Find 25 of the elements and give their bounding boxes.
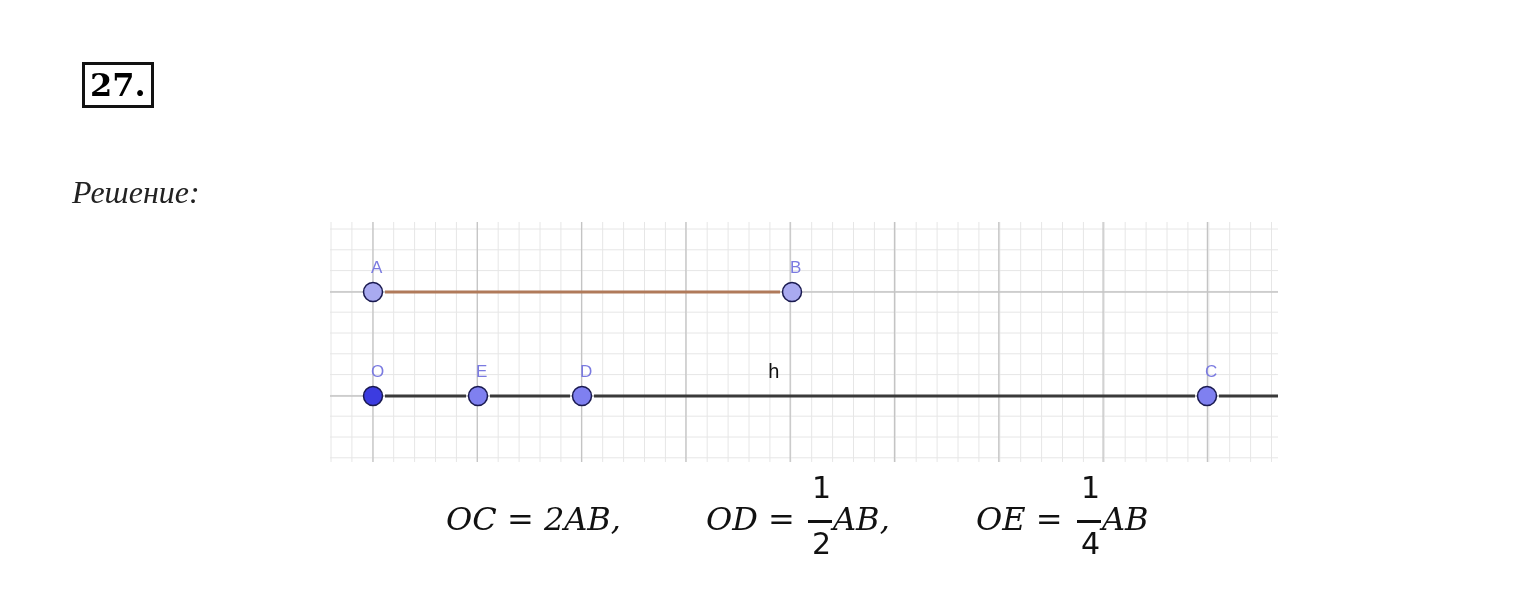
line-segment (594, 394, 1195, 398)
fraction-numerator: 1 (812, 470, 832, 505)
edge-label: h (768, 360, 780, 383)
fraction-numerator: 1 (1081, 470, 1101, 505)
line-segment (490, 394, 570, 398)
point-label: B (790, 258, 802, 278)
point-marker (361, 362, 385, 408)
point-marker (570, 362, 594, 408)
point-marker (361, 258, 385, 304)
point-marker (1195, 362, 1219, 408)
line-segment (385, 290, 780, 294)
point-label: E (476, 362, 488, 382)
point-label: A (371, 258, 383, 278)
point-label: C (1205, 362, 1218, 382)
problem-number: 27. (82, 62, 154, 108)
line-segment (385, 394, 466, 398)
formula-text: OE = (976, 500, 1063, 538)
point-label: O (371, 362, 385, 382)
formula-text: OD = (706, 500, 795, 538)
point-marker (780, 258, 804, 304)
point-label: D (580, 362, 593, 382)
solution-heading: Решение: (72, 174, 200, 211)
line-segment (1219, 394, 1278, 398)
point-marker (466, 362, 490, 408)
formula-text: OC = 2AB, (446, 500, 622, 538)
